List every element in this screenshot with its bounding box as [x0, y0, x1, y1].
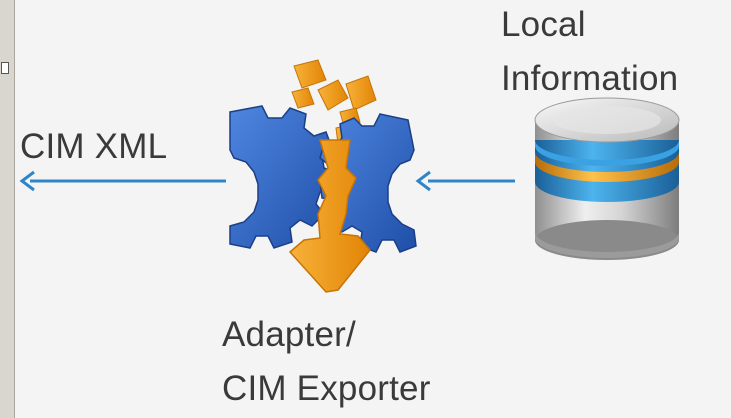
edge-mark-icon [1, 62, 9, 74]
adapter-label-line1: Adapter/ [222, 315, 356, 354]
arrow-adapter-to-xml [19, 170, 226, 192]
gears-adapter-icon [229, 59, 417, 293]
database-icon [534, 97, 680, 260]
output-label: CIM XML [20, 127, 168, 166]
window-edge [0, 0, 15, 418]
arrow-db-to-adapter [415, 170, 515, 192]
source-label-line2: Information [501, 59, 679, 98]
adapter-label-line2: CIM Exporter [222, 369, 431, 408]
source-label-line1: Local [501, 5, 586, 44]
